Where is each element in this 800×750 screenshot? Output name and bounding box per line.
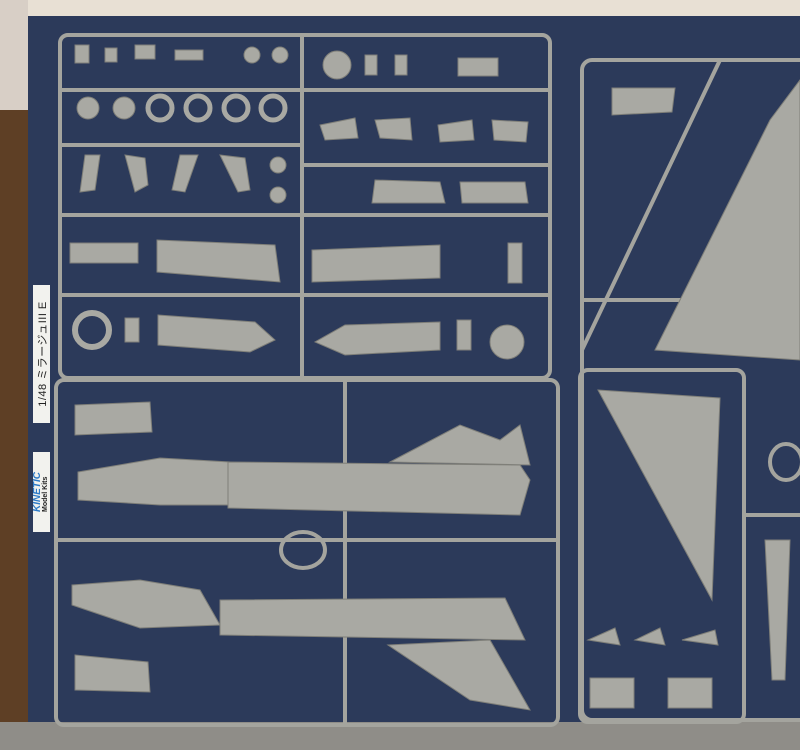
- tire: [258, 93, 288, 123]
- gear-leg: [171, 154, 199, 193]
- part: [489, 324, 525, 360]
- exhaust-ring: [72, 310, 112, 350]
- intake-duct: [156, 239, 281, 283]
- part: [322, 50, 352, 80]
- brand-subtitle: Model Kits: [41, 476, 49, 512]
- tail-fin: [388, 424, 531, 466]
- model-parts: [69, 44, 800, 711]
- part: [269, 156, 287, 174]
- tail-fin: [386, 639, 531, 711]
- gear-leg: [124, 154, 149, 193]
- part: [104, 47, 118, 63]
- gear-door: [437, 119, 475, 143]
- part: [394, 54, 408, 76]
- part: [69, 242, 139, 264]
- wheel: [76, 96, 100, 120]
- wing: [597, 389, 721, 602]
- part: [457, 57, 499, 77]
- gear-door: [374, 117, 413, 141]
- part: [124, 317, 140, 343]
- intake-duct: [311, 244, 441, 283]
- part: [174, 49, 204, 61]
- part: [633, 627, 666, 646]
- wheel: [112, 96, 136, 120]
- part: [667, 677, 713, 709]
- part: [364, 54, 378, 76]
- part: [764, 539, 791, 681]
- fuel-tank: [157, 314, 276, 353]
- part: [456, 319, 472, 351]
- part: [681, 629, 719, 646]
- kit-scale-label: 1/48 ミラージュIII E: [33, 285, 50, 423]
- part: [74, 654, 151, 693]
- part: [371, 179, 446, 204]
- left-background-object: [0, 0, 28, 110]
- part: [74, 401, 153, 436]
- part: [134, 44, 156, 60]
- part: [507, 242, 523, 284]
- wing: [654, 79, 800, 361]
- tire: [221, 93, 251, 123]
- part: [589, 677, 635, 709]
- tire: [183, 93, 213, 123]
- top-background: [0, 0, 800, 20]
- gear-leg: [79, 154, 101, 193]
- sprue-frames: [54, 33, 800, 727]
- tire: [145, 93, 175, 123]
- gear-leg: [219, 154, 251, 193]
- brand-logo-text: KINETIC: [31, 472, 43, 512]
- fuselage-half: [219, 597, 526, 641]
- fuel-tank: [313, 321, 441, 356]
- gear-door: [319, 117, 359, 141]
- sprue-frame-lower: [54, 378, 560, 727]
- part: [459, 181, 529, 204]
- part: [74, 44, 90, 64]
- part: [586, 627, 621, 646]
- fuselage-half: [227, 461, 531, 516]
- part: [271, 46, 289, 64]
- kit-name-text: 1/48 ミラージュIII E: [36, 301, 49, 407]
- part: [243, 46, 261, 64]
- gear-door: [491, 119, 529, 143]
- part: [611, 87, 676, 116]
- brand-label: KINETIC Model Kits: [31, 452, 50, 532]
- part: [269, 186, 287, 204]
